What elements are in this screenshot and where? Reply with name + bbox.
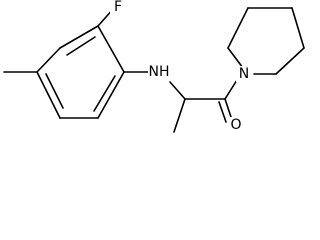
piperidine-nitrogen-label: N xyxy=(239,66,249,82)
benzene-ring xyxy=(36,25,125,119)
carbonyl-bond-1 xyxy=(224,98,233,121)
fluorine-label: F xyxy=(114,0,122,15)
piperidine-bond-5 xyxy=(275,47,305,75)
nh-alpha-carbon-bond xyxy=(169,81,186,100)
ring-bond-5 xyxy=(36,71,61,119)
ring-double-bond-3 xyxy=(45,73,64,109)
carbonyl-bond-2 xyxy=(218,101,227,123)
ring-bond-1 xyxy=(59,25,99,49)
molecule-canvas: F NH N O xyxy=(3,0,305,133)
ring-bond-6 xyxy=(36,47,61,73)
molecule-structure: F NH N O xyxy=(3,0,305,133)
ring-bond-3 xyxy=(97,71,125,119)
ring-double-bond-1 xyxy=(66,36,96,56)
piperidine-bond-4 xyxy=(291,7,305,49)
carbonyl-oxygen-label: O xyxy=(230,117,241,133)
ring-double-bond-2 xyxy=(93,75,116,112)
ring-bond-2 xyxy=(97,25,125,73)
piperidine-ring xyxy=(227,7,305,75)
amine-label: NH xyxy=(149,64,170,80)
alpha-methyl-bond xyxy=(173,98,186,133)
carbonyl-n-bond xyxy=(224,79,238,100)
piperidine-bond-2 xyxy=(227,7,249,49)
